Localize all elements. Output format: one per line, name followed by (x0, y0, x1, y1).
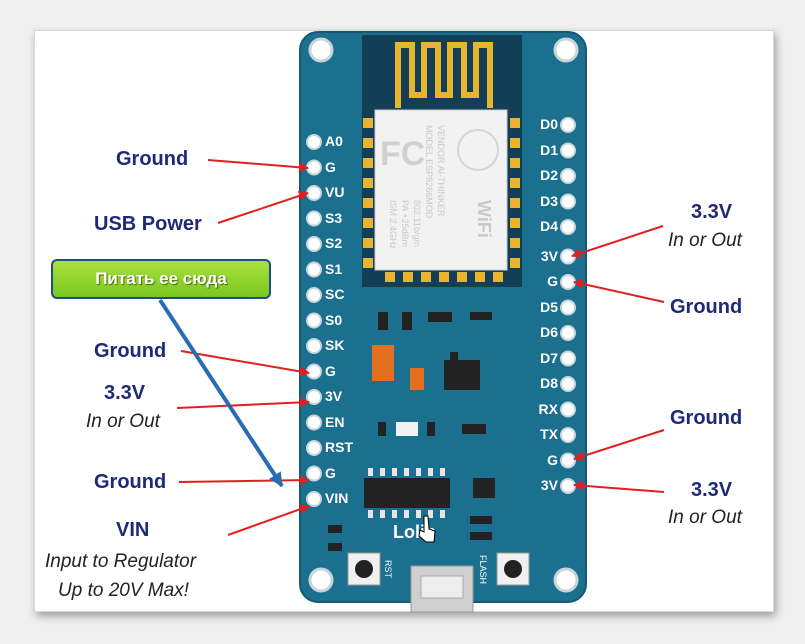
left-pin-label: S3 (325, 209, 343, 226)
left-pin-label: S2 (325, 235, 343, 251)
left-pin-hole (306, 414, 322, 431)
left-pin-hole (306, 338, 322, 354)
left-pin-label: G (325, 362, 336, 379)
v33-label-left: 3.3V (104, 382, 146, 404)
rst-button[interactable] (347, 552, 381, 586)
ground-label-2: Ground (94, 340, 167, 362)
left-pin-label: VU (325, 184, 345, 200)
rf-shield (374, 109, 508, 271)
left-pin-hole (306, 159, 322, 176)
right-pin-hole (560, 452, 576, 469)
right-pin-label: D1 (540, 141, 558, 158)
left-pin-hole (306, 440, 322, 456)
module-markings: FC MODEL ESP8266MOD VENDOR AI-THINKER IS… (380, 125, 494, 250)
left-pin-hole (306, 312, 322, 329)
rst-label: RST (383, 560, 393, 579)
right-pin-hole (560, 142, 576, 159)
model-line-4: 802.11b/g/n (412, 200, 422, 247)
right-pin-label: D0 (540, 116, 558, 132)
left-pin-label: RST (325, 439, 353, 455)
feed-power-arrow (158, 298, 284, 488)
left-pin-label: S1 (325, 260, 343, 277)
flash-label: FLASH (478, 555, 488, 584)
right-pin-label: D8 (540, 375, 558, 391)
left-pin-label: VIN (325, 490, 349, 506)
left-pin-hole (306, 210, 322, 227)
right-pin-label: D3 (540, 192, 558, 209)
right-pin-label: 3V (540, 247, 558, 264)
right-pin-label: 3V (540, 477, 558, 493)
ic-pins (368, 468, 445, 518)
smd-components (328, 312, 495, 551)
right-pin-hole (560, 274, 576, 290)
model-line-1: VENDOR AI-THINKER (436, 125, 446, 217)
in-or-out-right-2: In or Out (668, 507, 742, 528)
right-pin-hole (560, 193, 576, 210)
v33-label-right-2: 3.3V (691, 479, 733, 501)
left-pin-label: S0 (325, 311, 343, 328)
left-pin-hole (306, 287, 322, 303)
usb-power-label: USB Power (94, 213, 202, 235)
hand-cursor-icon (418, 515, 436, 543)
in-or-out-right-1: In or Out (668, 230, 742, 251)
left-pin-hole (306, 363, 322, 380)
left-pin-hole (306, 134, 322, 150)
left-pin-label: A0 (325, 133, 343, 149)
ground-label-3: Ground (94, 471, 167, 493)
right-pin-label: D2 (540, 167, 558, 183)
left-pin-hole (306, 185, 322, 201)
right-pin-hole (560, 219, 576, 235)
model-line-3: PA +25dBm (400, 200, 410, 247)
left-pin-hole (306, 465, 322, 482)
fc-mark: FC (380, 135, 425, 173)
ground-label-right-2: Ground (670, 407, 743, 429)
left-pin-label: SK (325, 337, 345, 353)
right-pin-hole (560, 350, 576, 367)
right-pin-hole (560, 299, 576, 316)
left-pin-label: G (325, 158, 336, 175)
right-pin-hole (560, 376, 576, 392)
left-pin-hole (306, 389, 322, 405)
left-pin-label: SC (325, 286, 345, 302)
right-pin-label: RX (538, 400, 558, 417)
ground-label-right-1: Ground (670, 296, 743, 318)
feed-power-callout: Питать ее сюда (51, 259, 271, 299)
vin-desc-1: Input to Regulator (45, 551, 197, 572)
annotation-arrows (176, 159, 665, 536)
right-pin-label: G (547, 273, 558, 289)
in-or-out-left: In or Out (86, 411, 160, 432)
right-pin-hole (560, 168, 576, 184)
right-pin-label: D7 (540, 349, 558, 366)
ground-label-1: Ground (116, 148, 189, 170)
right-pin-hole (560, 478, 576, 494)
antenna-trace (395, 42, 493, 108)
left-pin-label: 3V (325, 388, 343, 404)
right-pin-hole (560, 117, 576, 133)
right-pin-hole (560, 401, 576, 418)
wifi-mark: WiFi (474, 200, 494, 238)
v33-label-right-1: 3.3V (691, 201, 733, 223)
left-pin-hole (306, 236, 322, 252)
mounting-holes (308, 37, 579, 593)
right-pin-label: TX (540, 426, 558, 442)
right-pin-label: D5 (540, 298, 558, 315)
right-pin-hole (560, 427, 576, 443)
right-pin-label: G (547, 451, 558, 468)
left-pin-label: EN (325, 413, 345, 430)
left-pin-hole (306, 261, 322, 278)
model-line-2: ISM 2.4GHz (388, 200, 398, 250)
module-pads (363, 118, 520, 282)
vin-label: VIN (116, 519, 150, 541)
right-pin-hole (560, 325, 576, 341)
left-pin-label: G (325, 464, 336, 481)
model-line-0: MODEL ESP8266MOD (424, 125, 434, 219)
vin-desc-2: Up to 20V Max! (58, 580, 189, 601)
pin-holes (306, 117, 576, 507)
right-pin-label: D4 (540, 218, 558, 234)
left-pin-hole (306, 491, 322, 507)
right-pin-label: D6 (540, 324, 558, 340)
